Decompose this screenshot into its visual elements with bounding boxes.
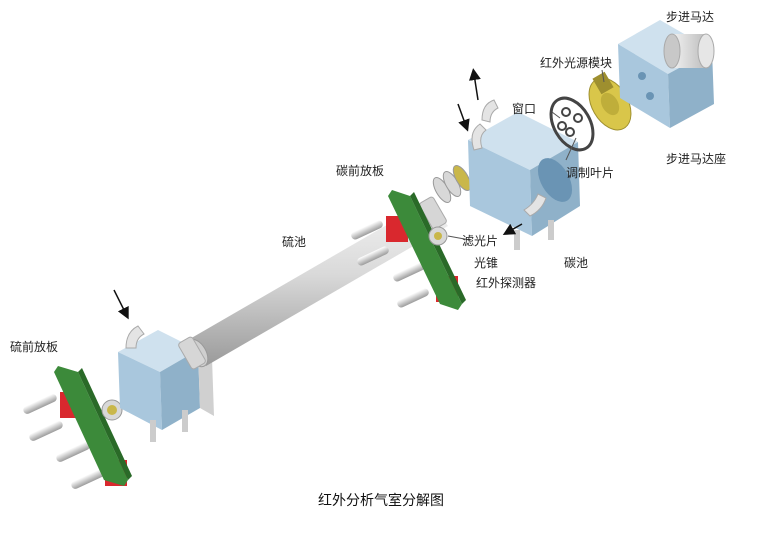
carbon-cell-block: [468, 99, 580, 250]
diagram-title: 红外分析气室分解图: [318, 493, 444, 509]
label-light-cone: 光锥: [474, 256, 499, 270]
pins-middle: [351, 220, 429, 308]
arrow-inlet-down: [457, 103, 470, 132]
sulfur-preamp-assembly: [23, 366, 132, 489]
label-stepper-mount: 步进马达座: [666, 152, 727, 166]
label-ir-detector: 红外探测器: [476, 276, 537, 290]
sulfur-cell-tube: [178, 196, 448, 370]
label-sulfur-cell: 硫池: [282, 235, 307, 249]
pcb-board: [54, 366, 128, 486]
arrow-side: [502, 223, 523, 235]
stepper-motor: [663, 33, 715, 69]
label-filter: 滤光片: [462, 234, 499, 248]
pcb-board: [388, 190, 462, 310]
label-stepper-motor: 步进马达: [666, 10, 715, 24]
label-chopper-wheel: 调制叶片: [566, 166, 615, 180]
label-carbon-preamp-board: 碳前放板: [336, 164, 385, 178]
arrow-outlet-up: [468, 68, 481, 101]
label-window: 窗口: [512, 102, 537, 116]
carbon-preamp-assembly: [351, 190, 466, 310]
label-sulfur-preamp-board: 硫前放板: [10, 340, 59, 354]
arrow-left-inlet: [113, 289, 129, 320]
label-ir-source-module: 红外光源模块: [540, 56, 613, 70]
label-carbon-cell: 碳池: [564, 256, 589, 270]
pins-left: [23, 394, 105, 489]
chopper-wheel: [549, 96, 595, 152]
coupling-rings: [432, 165, 472, 203]
leader-lines: [447, 69, 605, 241]
